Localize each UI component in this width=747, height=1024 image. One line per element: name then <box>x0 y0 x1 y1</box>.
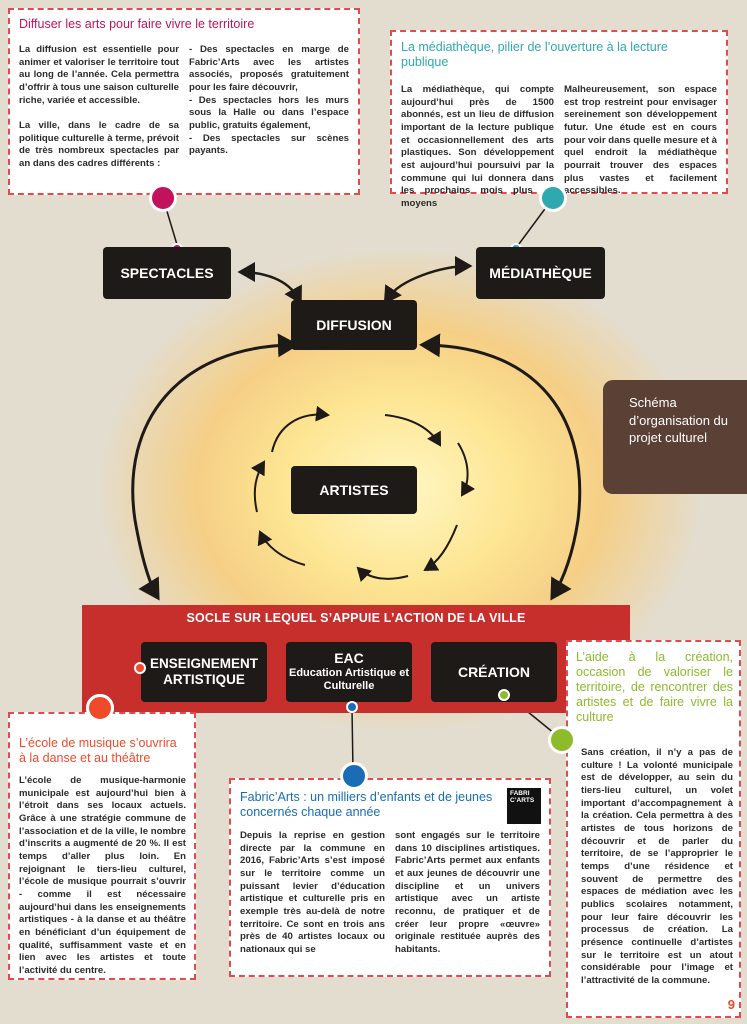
mediatheque-info-card: La médiathèque, pilier de l’ouverture à … <box>390 30 728 209</box>
schema-title-text: Schéma d’organisation du projet culturel <box>629 395 729 446</box>
arrow-diffusion-spectacles <box>237 262 302 305</box>
spectacles-box: SPECTACLES <box>103 247 231 299</box>
creation-card-body: Sans création, il n’y a pas de culture !… <box>581 747 733 986</box>
eac-long: Education Artistique et Culturelle <box>289 666 409 693</box>
artistes-box: ARTISTES <box>291 466 417 514</box>
fabric-arts-logo: FABRIC’ARTS <box>507 788 541 824</box>
mediatheque-card-col1: La médiathèque, qui compte aujourd’hui p… <box>401 84 554 209</box>
creation-card-title: L’aide à la création, occasion de valori… <box>576 650 733 724</box>
mediatheque-big-dot <box>539 184 567 212</box>
arrow-cycle-6 <box>257 530 306 566</box>
diffusion-box: DIFFUSION <box>291 300 417 350</box>
arrow-right-loop <box>419 333 582 601</box>
arrow-cycle-3 <box>457 442 476 497</box>
eac-short: EAC <box>334 649 364 666</box>
enseignement-small-dot <box>134 662 146 674</box>
spectacles-info-card: Diffuser les arts pour faire vivre le te… <box>8 8 360 195</box>
eac-small-dot <box>346 701 358 713</box>
ecole-card-body: L’école de musique-harmonie municipale e… <box>19 775 186 976</box>
fabric-arts-info-card: Fabric’Arts : un milliers d’enfants et d… <box>229 778 551 977</box>
enseignement-big-dot-front <box>86 694 114 722</box>
eac-big-dot <box>340 762 368 790</box>
ecole-info-card: L’école de musique s’ouvrira à la danse … <box>8 712 196 980</box>
arrow-left-loop <box>131 333 299 601</box>
spectacles-big-dot <box>149 184 177 212</box>
spectacles-card-col1: La diffusion est essentielle pour animer… <box>19 44 179 169</box>
ecole-card-title: L’école de musique s’ouvrira à la danse … <box>19 736 177 765</box>
creation-info-card: L’aide à la création, occasion de valori… <box>566 640 741 1018</box>
connector-eac <box>351 707 354 773</box>
arrow-cycle-2 <box>384 414 442 447</box>
arrow-cycle-4 <box>423 524 458 572</box>
creation-big-dot <box>548 726 576 754</box>
fabric-card-title: Fabric’Arts : un milliers d’enfants et d… <box>240 790 493 819</box>
arrow-cycle-7 <box>250 460 266 513</box>
page-number: 9 <box>727 997 735 1012</box>
eac-box: EAC Education Artistique et Culturelle <box>286 642 412 702</box>
creation-small-dot <box>498 689 510 701</box>
arrow-cycle-5 <box>356 566 409 583</box>
mediatheque-card-title: La médiathèque, pilier de l’ouverture à … <box>401 40 668 69</box>
fabric-arts-logo-text: FABRIC’ARTS <box>510 790 535 804</box>
fabric-card-col2: sont engagés sur le territoire dans 10 d… <box>395 830 540 955</box>
arrow-diffusion-mediatheque <box>383 256 473 305</box>
enseignement-box: ENSEIGNEMENT ARTISTIQUE <box>141 642 267 702</box>
creation-box: CRÉATION <box>431 642 557 702</box>
mediatheque-box: MÉDIATHÈQUE <box>476 247 605 299</box>
fabric-card-col1: Depuis la reprise en gestion directe par… <box>240 830 385 955</box>
socle-title: SOCLE SUR LEQUEL S’APPUIE L’ACTION DE LA… <box>186 611 526 625</box>
spectacles-card-title: Diffuser les arts pour faire vivre le te… <box>19 17 255 31</box>
spectacles-card-col2: - Des spectacles en marge de Fabric’Arts… <box>189 44 349 157</box>
mediatheque-card-col2: Malheureusement, son espace est trop res… <box>564 84 718 197</box>
arrow-cycle-1 <box>271 405 330 453</box>
schema-title-box: Schéma d’organisation du projet culturel <box>603 380 747 494</box>
